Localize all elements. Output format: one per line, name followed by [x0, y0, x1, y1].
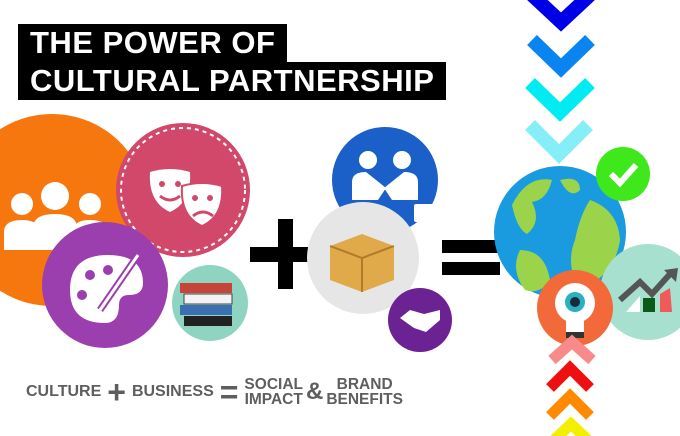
ampersand: &	[305, 378, 324, 405]
title-line-1: THE POWER OF	[18, 24, 288, 62]
social-impact-label: SOCIAL IMPACT	[244, 376, 303, 408]
equals-icon	[442, 240, 500, 275]
equals-sign: =	[219, 374, 239, 410]
verified-badge-icon	[596, 147, 650, 201]
chevron-down-icon	[525, 0, 595, 164]
lightbulb-eye-icon	[537, 270, 613, 346]
growth-chart-icon	[600, 244, 680, 340]
theater-masks-icon	[116, 123, 250, 257]
paint-palette-icon	[42, 222, 168, 348]
package-box-icon	[307, 202, 419, 314]
plus-icon	[250, 219, 320, 289]
equation-caption: CULTURE + BUSINESS = SOCIAL IMPACT & BRA…	[26, 372, 403, 412]
handshake-icon	[388, 288, 452, 352]
business-label: BUSINESS	[131, 383, 214, 400]
plus-sign: +	[107, 374, 126, 410]
globe-icon	[494, 166, 626, 298]
impact-text: IMPACT	[244, 391, 303, 408]
chevron-up-icon	[546, 334, 596, 436]
books-icon	[172, 265, 248, 341]
benefits-text: BENEFITS	[326, 391, 403, 408]
culture-label: CULTURE	[26, 383, 102, 400]
social-text: SOCIAL	[244, 376, 303, 393]
brand-text: BRAND	[336, 376, 393, 393]
title-line-2: CULTURAL PARTNERSHIP	[18, 62, 447, 100]
brand-benefits-label: BRAND BENEFITS	[326, 376, 403, 408]
